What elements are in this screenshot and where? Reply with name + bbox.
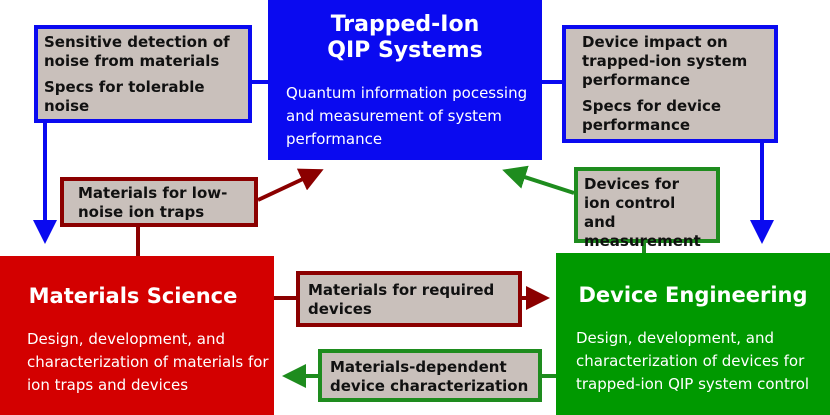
- device-engineering-description: Design, development, and characterizatio…: [576, 329, 810, 393]
- device-specs-text: Specs for device performance: [582, 97, 722, 134]
- materials-science-title: Materials Science: [28, 284, 238, 308]
- low-noise-traps-note: Materials for low-noise ion traps: [60, 177, 258, 227]
- required-devices-text: Materials for required devices: [308, 281, 495, 318]
- red-arrow-to-qip: [257, 168, 324, 202]
- qip-title-line1: Trapped-Ion: [330, 12, 480, 37]
- low-noise-traps-text: Materials for low-noise ion traps: [78, 184, 228, 221]
- ion-control-devices-note: Devices for ion control and measurement: [574, 167, 720, 250]
- green-arrow-to-qip: [502, 165, 575, 195]
- device-specs-note: Device impact on trapped-ion system perf…: [562, 25, 778, 143]
- materials-science-description: Design, development, and characterizatio…: [27, 330, 269, 394]
- noise-detection-text: Sensitive detection of noise from materi…: [44, 33, 230, 70]
- noise-specs-text: Specs for tolerable noise: [44, 78, 205, 115]
- device-engineering-title: Device Engineering: [578, 283, 808, 307]
- dependent-characterization-note: Materials-dependent device characterizat…: [318, 349, 542, 402]
- dependent-characterization-text: Materials-dependent device characterizat…: [330, 358, 529, 395]
- materials-science-box: Materials Science Design, development, a…: [0, 256, 274, 415]
- device-impact-text: Device impact on trapped-ion system perf…: [582, 33, 748, 89]
- required-devices-note: Materials for required devices: [296, 271, 522, 327]
- ion-control-devices-text: Devices for ion control and measurement: [584, 175, 701, 250]
- qip-systems-title: Trapped-Ion QIP Systems: [268, 12, 542, 64]
- device-engineering-box: Device Engineering Design, development, …: [556, 253, 830, 415]
- qip-systems-description: Quantum information pocessing and measur…: [286, 84, 528, 148]
- noise-specs-note: Sensitive detection of noise from materi…: [34, 25, 252, 123]
- qip-title-line2: QIP Systems: [327, 37, 483, 63]
- qip-systems-box: Trapped-Ion QIP Systems Quantum informat…: [268, 0, 542, 160]
